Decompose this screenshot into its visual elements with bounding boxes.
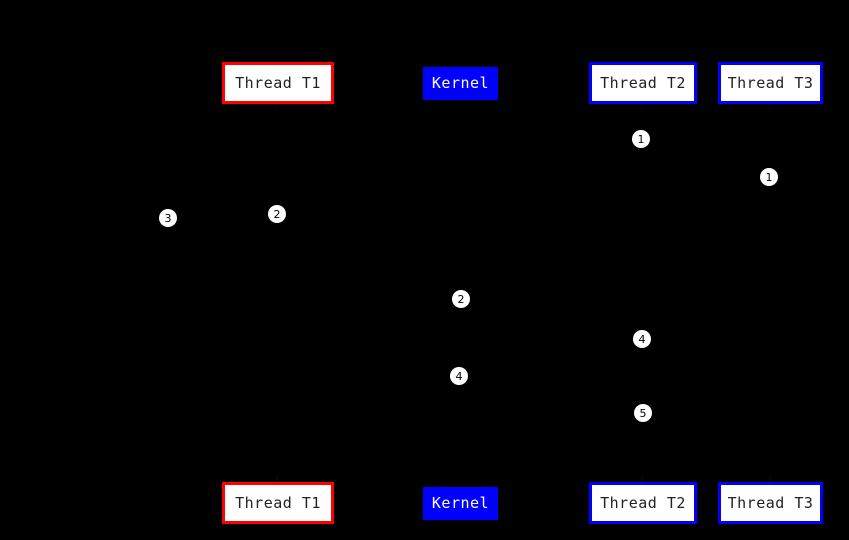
node-label: Thread T1: [235, 73, 321, 92]
lifeline-stub: [641, 476, 643, 482]
lifeline-footer-thread-t3[interactable]: Thread T3: [718, 482, 823, 524]
node-label: Thread T3: [727, 73, 814, 92]
node-label: Kernel: [431, 74, 490, 92]
lifeline-stub: [769, 104, 771, 110]
lifeline-footer-thread-t2[interactable]: Thread T2: [589, 482, 697, 524]
lifeline-stub: [276, 476, 278, 482]
node-label: Thread T2: [600, 493, 686, 512]
lifeline-header-thread-t1[interactable]: Thread T1: [222, 62, 334, 104]
step-marker-2: 2: [452, 290, 470, 308]
step-marker-4: 4: [633, 330, 651, 348]
lifeline-header-thread-t3[interactable]: Thread T3: [718, 62, 823, 104]
lifeline-stub: [641, 104, 643, 110]
node-label: Kernel: [431, 494, 490, 512]
lifeline-footer-thread-t1[interactable]: Thread T1: [222, 482, 334, 524]
lifeline-header-kernel[interactable]: Kernel: [423, 67, 498, 100]
node-label: Thread T1: [235, 493, 321, 512]
lifeline-stub: [276, 104, 278, 110]
step-marker-5: 5: [634, 404, 652, 422]
step-marker-4: 4: [450, 367, 468, 385]
lifeline-header-thread-t2[interactable]: Thread T2: [589, 62, 697, 104]
step-marker-3: 3: [159, 209, 177, 227]
lifeline-footer-kernel[interactable]: Kernel: [423, 487, 498, 520]
step-marker-1: 1: [632, 130, 650, 148]
node-label: Thread T2: [600, 73, 686, 92]
lifeline-stub: [769, 476, 771, 482]
node-label: Thread T3: [727, 493, 814, 512]
step-marker-2: 2: [268, 205, 286, 223]
step-marker-1: 1: [760, 168, 778, 186]
